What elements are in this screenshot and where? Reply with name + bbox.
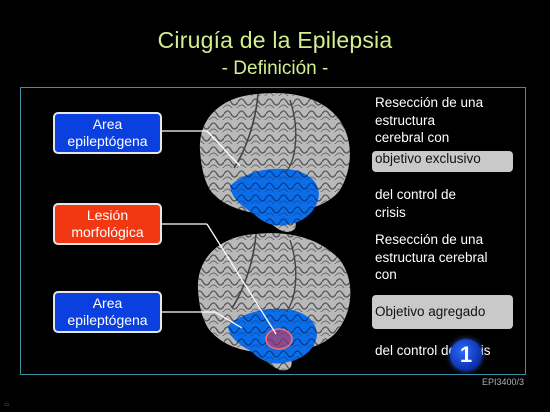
- label-middle-line2: morfológica: [71, 224, 144, 240]
- corner-mark-icon: ▭: [4, 402, 10, 408]
- highlight-exclusive-objective: objetivo exclusivo: [372, 151, 513, 172]
- slide-title: Cirugía de la Epilepsia: [157, 27, 393, 53]
- right-top-tail2: crisis: [375, 204, 406, 220]
- right-top-tail-block: del control de crisis: [375, 186, 456, 221]
- connector-lines: [162, 130, 277, 335]
- right-bottom-line3: con: [375, 267, 397, 282]
- right-bottom-text-block: Resección de una estructura cerebral con: [375, 231, 488, 284]
- label-epileptogenic-area-bottom: Area epileptógena: [53, 291, 162, 333]
- brain-top: [199, 93, 350, 232]
- label-epileptogenic-area-top: Area epileptógena: [53, 112, 162, 154]
- right-bottom-line1: Resección de una: [375, 232, 484, 247]
- highlight-added-objective: Objetivo agregado: [372, 295, 513, 329]
- label-bottom-line2: epileptógena: [67, 312, 148, 328]
- label-middle-line1: Lesión: [86, 207, 129, 223]
- label-top-line1: Area: [92, 116, 123, 132]
- label-morphological-lesion: Lesión morfológica: [53, 203, 162, 245]
- label-bottom-line1: Area: [92, 295, 123, 311]
- right-top-line2: estructura: [375, 112, 436, 128]
- lesion-marker: [265, 328, 293, 350]
- right-bottom-line2: estructura cerebral: [375, 249, 488, 265]
- tv-channel-logo: 1: [450, 339, 482, 371]
- slide-subtitle: - Definición -: [221, 58, 329, 79]
- right-top-text-block: Resección de una estructura cerebral con: [375, 94, 483, 147]
- content-frame: [20, 87, 526, 375]
- label-top-line2: epileptógena: [67, 133, 148, 149]
- slide-code: EPI3400/3: [481, 377, 524, 387]
- right-top-line1: Resección de una: [375, 95, 484, 110]
- right-top-line3: cerebral con: [375, 130, 450, 145]
- brain-bottom: [197, 233, 351, 371]
- right-top-tail1: del control de: [375, 187, 457, 202]
